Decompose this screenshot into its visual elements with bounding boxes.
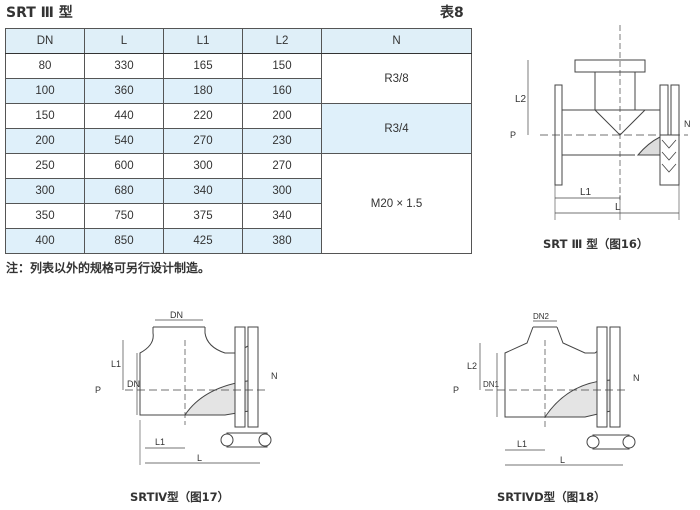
dim-l-label: L — [615, 202, 621, 213]
diagram-srt-iv: DN L1 DN L1 L N P — [95, 310, 278, 465]
footnote: 注：列表以外的规格可另行设计制造。 — [6, 261, 211, 275]
cell-l: 750 — [84, 203, 164, 229]
dim-dn2-label: DN2 — [533, 312, 550, 321]
dim-dn-label: DN — [127, 379, 140, 389]
col-header-l2: L2 — [242, 28, 322, 54]
cell-l: 330 — [84, 53, 164, 79]
cell-n: M20 × 1.5 — [321, 153, 472, 254]
diagram-srt-ivd: DN2 L2 DN1 L1 L N P — [453, 312, 640, 466]
cell-l2: 160 — [242, 78, 322, 104]
table-row: 80 330 165 150 R3/8 — [5, 53, 472, 104]
cell-l1: 340 — [163, 178, 243, 204]
col-header-l1: L1 — [163, 28, 243, 54]
cell-l1: 220 — [163, 103, 243, 129]
dim-l-label: L — [560, 455, 565, 465]
col-header-l: L — [84, 28, 164, 54]
table-row: 150 440 220 200 R3/4 — [5, 103, 472, 154]
cell-l: 600 — [84, 153, 164, 179]
cell-dn: 250 — [5, 153, 85, 179]
table-header-row: DN L L1 L2 N — [5, 28, 472, 54]
branch-shape — [594, 72, 647, 136]
flow-label: P — [453, 385, 459, 395]
section-title: SRT Ⅲ 型 — [6, 5, 73, 21]
port-n-label: N — [271, 371, 278, 381]
dim-l1-label: L1 — [580, 187, 592, 198]
table-number: 表8 — [440, 5, 464, 21]
cell-l2: 270 — [242, 153, 322, 179]
cell-n: R3/8 — [321, 53, 472, 104]
dim-dn1-label: DN1 — [483, 380, 500, 389]
figure-caption: SRT Ⅲ 型（图16） — [543, 237, 649, 251]
table-row: 400 850 425 380 — [5, 228, 472, 254]
diagram-srt-iii: L2 L1 L N P — [510, 25, 691, 220]
cell-l: 680 — [84, 178, 164, 204]
cell-l2: 230 — [242, 128, 322, 154]
port-n-label: N — [684, 119, 691, 129]
figure-caption: SRTⅣD型（图18） — [497, 490, 606, 504]
cell-l: 440 — [84, 103, 164, 129]
table-row: 350 750 375 340 — [5, 203, 472, 229]
col-header-dn: DN — [5, 28, 85, 54]
flow-label: P — [510, 130, 516, 140]
top-flange-shape — [574, 59, 646, 73]
cell-l: 360 — [84, 78, 164, 104]
cell-l1: 165 — [163, 53, 243, 79]
cell-n: R3/4 — [321, 103, 472, 154]
cell-dn: 80 — [5, 53, 85, 79]
cell-l1: 425 — [163, 228, 243, 254]
cell-dn: 200 — [5, 128, 85, 154]
cell-l: 540 — [84, 128, 164, 154]
cell-dn: 300 — [5, 178, 85, 204]
dim-dn-top-label: DN — [170, 310, 183, 320]
table-row: 100 360 180 160 — [5, 78, 472, 104]
cell-dn: 150 — [5, 103, 85, 129]
cell-l2: 150 — [242, 53, 322, 79]
table-row: 200 540 270 230 — [5, 128, 472, 154]
cell-l2: 200 — [242, 103, 322, 129]
cell-dn: 350 — [5, 203, 85, 229]
dim-l1-side-label: L1 — [111, 359, 121, 369]
cell-dn: 100 — [5, 78, 85, 104]
dim-l1-label: L1 — [517, 439, 527, 449]
cell-dn: 400 — [5, 228, 85, 254]
col-header-n: N — [321, 28, 472, 54]
dim-l-label: L — [197, 453, 202, 463]
cell-l2: 340 — [242, 203, 322, 229]
cell-l2: 300 — [242, 178, 322, 204]
cell-l1: 180 — [163, 78, 243, 104]
table-row: 300 680 340 300 — [5, 178, 472, 204]
table-row: 250 600 300 270 M20 × 1.5 — [5, 153, 472, 254]
dim-l1-label: L1 — [155, 437, 165, 447]
cell-l1: 300 — [163, 153, 243, 179]
cell-l: 850 — [84, 228, 164, 254]
cell-l2: 380 — [242, 228, 322, 254]
dim-l2-label: L2 — [467, 361, 477, 371]
cell-l1: 375 — [163, 203, 243, 229]
cell-l1: 270 — [163, 128, 243, 154]
spec-table: DN L L1 L2 N 80 330 165 150 R3/8 100 360… — [5, 28, 472, 254]
flow-label: P — [95, 385, 101, 395]
figure-caption: SRTⅣ型（图17） — [130, 490, 230, 504]
port-n-label: N — [633, 373, 640, 383]
dim-l2-label: L2 — [515, 94, 527, 105]
